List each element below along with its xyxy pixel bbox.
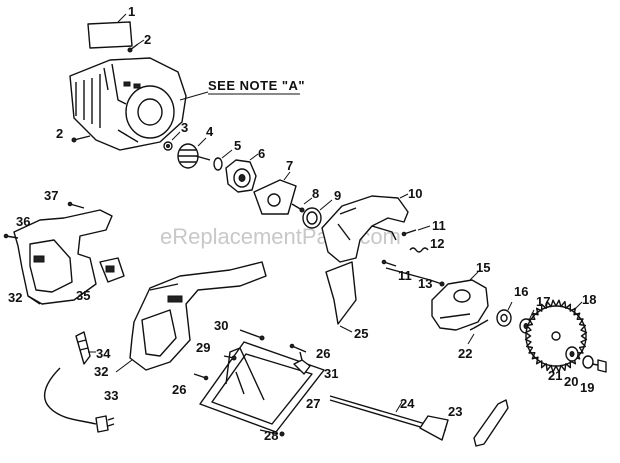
- callout-16: 16: [514, 284, 528, 299]
- callout-5: 5: [234, 138, 241, 153]
- part-27-base-plate[interactable]: [199, 341, 325, 433]
- part-12-spring[interactable]: [409, 247, 429, 253]
- part-motor-housing[interactable]: [69, 57, 187, 151]
- callout-24: 24: [400, 396, 415, 411]
- callout-26-left: 26: [172, 382, 186, 397]
- part-2-screw-top[interactable]: [127, 43, 139, 53]
- callout-18: 18: [582, 292, 596, 307]
- part-26-screw-left[interactable]: [193, 373, 209, 381]
- callout-34: 34: [96, 346, 111, 361]
- callout-31: 31: [324, 366, 338, 381]
- part-22-guard-lever[interactable]: [469, 319, 489, 331]
- callout-19: 19: [580, 380, 594, 395]
- part-11-screw-top[interactable]: [401, 229, 417, 237]
- callout-20: 20: [564, 374, 578, 389]
- part-32-handle-left[interactable]: [13, 209, 113, 305]
- part-19-blade-bolt[interactable]: [591, 359, 607, 373]
- callout-37: 37: [44, 188, 58, 203]
- callout-3: 3: [181, 120, 188, 135]
- callout-13: 13: [418, 276, 432, 291]
- callout-1: 1: [128, 4, 135, 19]
- part-2-screw-bottom[interactable]: [71, 135, 91, 143]
- part-4-armature-gear[interactable]: [177, 143, 211, 169]
- part-1-nameplate[interactable]: [87, 21, 133, 49]
- callout-35: 35: [76, 288, 90, 303]
- callout-2-top: 2: [144, 32, 151, 47]
- part-33-power-cord[interactable]: [44, 367, 115, 433]
- part-28-screw[interactable]: [259, 429, 285, 437]
- part-37-screw[interactable]: [67, 201, 85, 209]
- callout-36: 36: [16, 214, 30, 229]
- part-29-screw[interactable]: [223, 355, 237, 361]
- part-16-washer[interactable]: [496, 309, 512, 327]
- part-13-lever[interactable]: [385, 267, 445, 287]
- part-10-upper-guard[interactable]: [321, 195, 409, 263]
- callout-10: 10: [408, 186, 422, 201]
- callout-25: 25: [354, 326, 368, 341]
- part-15-lower-guard[interactable]: [431, 279, 489, 331]
- part-6-gear-case[interactable]: [225, 159, 257, 193]
- part-26-screw-right[interactable]: [289, 343, 307, 353]
- callout-2-bottom: 2: [56, 126, 63, 141]
- callout-32-left: 32: [8, 290, 22, 305]
- callout-26-right: 26: [316, 346, 330, 361]
- callout-22: 22: [458, 346, 472, 361]
- callout-8: 8: [312, 186, 319, 201]
- callout-28: 28: [264, 428, 278, 443]
- callout-32-right: 32: [94, 364, 108, 379]
- part-9-bearing[interactable]: [302, 207, 322, 229]
- part-30-screw[interactable]: [239, 329, 265, 341]
- part-3-bearing-nut[interactable]: [163, 141, 173, 151]
- part-5-washer[interactable]: [213, 157, 223, 171]
- part-18-saw-blade[interactable]: [524, 299, 588, 373]
- part-11-screw-bottom[interactable]: [381, 259, 397, 267]
- part-21-outer-flange[interactable]: [565, 346, 579, 362]
- see-note-label: SEE NOTE "A": [208, 78, 305, 93]
- part-36-screw[interactable]: [3, 233, 19, 239]
- part-23-wrench[interactable]: [473, 399, 509, 447]
- callout-21: 21: [548, 368, 562, 383]
- callout-29: 29: [196, 340, 210, 355]
- part-34-strain-relief[interactable]: [75, 331, 91, 365]
- callout-9: 9: [334, 188, 341, 203]
- callout-11-bottom: 11: [398, 268, 412, 283]
- part-31-adjust-knob[interactable]: [293, 351, 311, 375]
- callout-30: 30: [214, 318, 228, 333]
- callout-33: 33: [104, 388, 118, 403]
- callout-11-top: 11: [432, 218, 446, 233]
- part-35-switch[interactable]: [99, 257, 125, 283]
- callout-23: 23: [448, 404, 462, 419]
- callout-15: 15: [476, 260, 490, 275]
- part-20-washer[interactable]: [582, 355, 594, 369]
- callout-6: 6: [258, 146, 265, 161]
- part-25-guard-panel[interactable]: [325, 261, 357, 325]
- part-8-screw[interactable]: [291, 203, 305, 213]
- part-32-handle-right[interactable]: [129, 261, 267, 371]
- part-7-gear-plate[interactable]: [253, 179, 297, 215]
- callout-7: 7: [286, 158, 293, 173]
- callout-12: 12: [430, 236, 444, 251]
- callout-27: 27: [306, 396, 320, 411]
- callout-4: 4: [206, 124, 214, 139]
- part-24-rip-fence[interactable]: [329, 395, 449, 441]
